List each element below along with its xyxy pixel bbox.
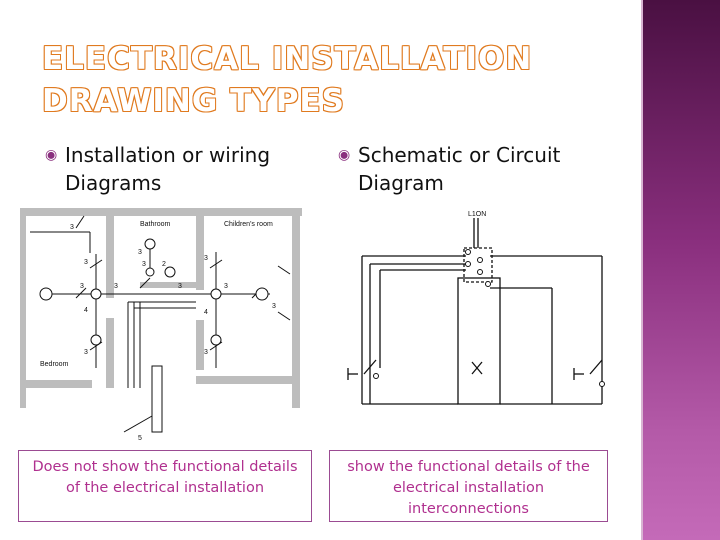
room-label-childrens: Children's room (224, 221, 273, 228)
circuit-number: 3 (70, 224, 74, 231)
bullet-icon: ◉ (45, 147, 58, 163)
room-label-bedroom: Bedroom (40, 361, 69, 368)
bullet-schematic-text: Schematic or Circuit Diagram (358, 143, 561, 195)
circuit-number: 3 (84, 349, 88, 356)
circuit-number: 3 (84, 259, 88, 266)
circuit-numbers: 3 3 3 2 3 3 3 3 4 3 3 3 4 3 3 5 (70, 224, 276, 442)
circuit-number: 3 (142, 261, 146, 268)
circuit-number: 3 (204, 349, 208, 356)
caption-installation: Does not show the functional details of … (18, 450, 312, 522)
installation-diagram: Bathroom Children's room Bedroom 3 3 3 2… (20, 208, 302, 442)
slide-title: ELECTRICAL INSTALLATION DRAWING TYPES (42, 41, 533, 119)
circuit-number: 3 (204, 255, 208, 262)
room-label-bathroom: Bathroom (140, 221, 171, 228)
schematic-wires (347, 218, 603, 405)
wiring-lines (30, 215, 291, 433)
schematic-diagram: L1ON (347, 211, 605, 405)
bullet-installation-text: Installation or wiring Diagrams (65, 143, 271, 195)
circuit-number: 4 (204, 309, 208, 316)
circuit-number: 3 (178, 283, 182, 290)
circuit-number: 3 (80, 283, 84, 290)
bullet-schematic: ◉ Schematic or Circuit Diagram (338, 141, 618, 197)
circuit-number: 3 (272, 303, 276, 310)
room-labels: Bathroom Children's room Bedroom (40, 221, 273, 368)
circuit-number: 5 (138, 435, 142, 442)
circuit-number: 3 (224, 283, 228, 290)
decorative-side-bar (641, 0, 720, 540)
caption-schematic: show the functional details of the elect… (329, 450, 608, 522)
circuit-number: 2 (162, 261, 166, 268)
lamp-fixtures (39, 238, 269, 346)
circuit-number: 4 (84, 307, 88, 314)
bullet-installation: ◉ Installation or wiring Diagrams (45, 141, 305, 197)
switch-contacts (373, 249, 605, 387)
circuit-number: 3 (138, 249, 142, 256)
bullet-icon: ◉ (338, 147, 351, 163)
circuit-number: 3 (114, 283, 118, 290)
floor-plan-walls (20, 208, 302, 408)
schematic-label: L1ON (468, 211, 486, 218)
